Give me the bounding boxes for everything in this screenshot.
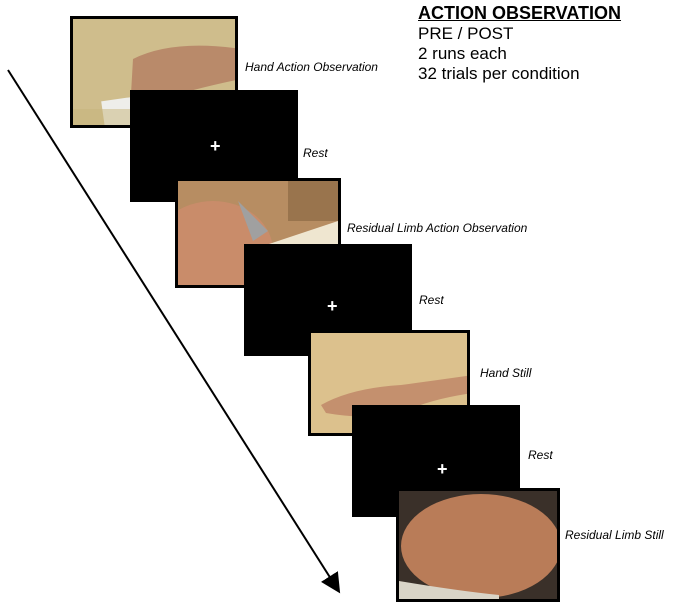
label-rest-2: Rest	[419, 293, 444, 307]
title-heading: ACTION OBSERVATION	[418, 3, 622, 23]
title-line-2: 2 runs each	[418, 44, 507, 63]
residual-limb-still-photo	[399, 491, 557, 599]
label-hand-still: Hand Still	[480, 366, 532, 380]
label-hand-action-observation: Hand Action Observation	[245, 60, 378, 74]
label-rest-1: Rest	[303, 146, 328, 160]
title-block: ACTION OBSERVATION PRE / POST 2 runs eac…	[418, 2, 621, 84]
fixation-cross: +	[437, 459, 448, 479]
title-line-3: 32 trials per condition	[418, 64, 580, 83]
fixation-cross: +	[327, 296, 338, 316]
label-residual-limb-action-observation: Residual Limb Action Observation	[347, 221, 528, 235]
title-line-1: PRE / POST	[418, 24, 514, 43]
label-residual-limb-still: Residual Limb Still	[565, 528, 664, 542]
fixation-cross: +	[210, 136, 221, 156]
frame-residual-limb-still	[396, 488, 560, 602]
label-rest-3: Rest	[528, 448, 553, 462]
